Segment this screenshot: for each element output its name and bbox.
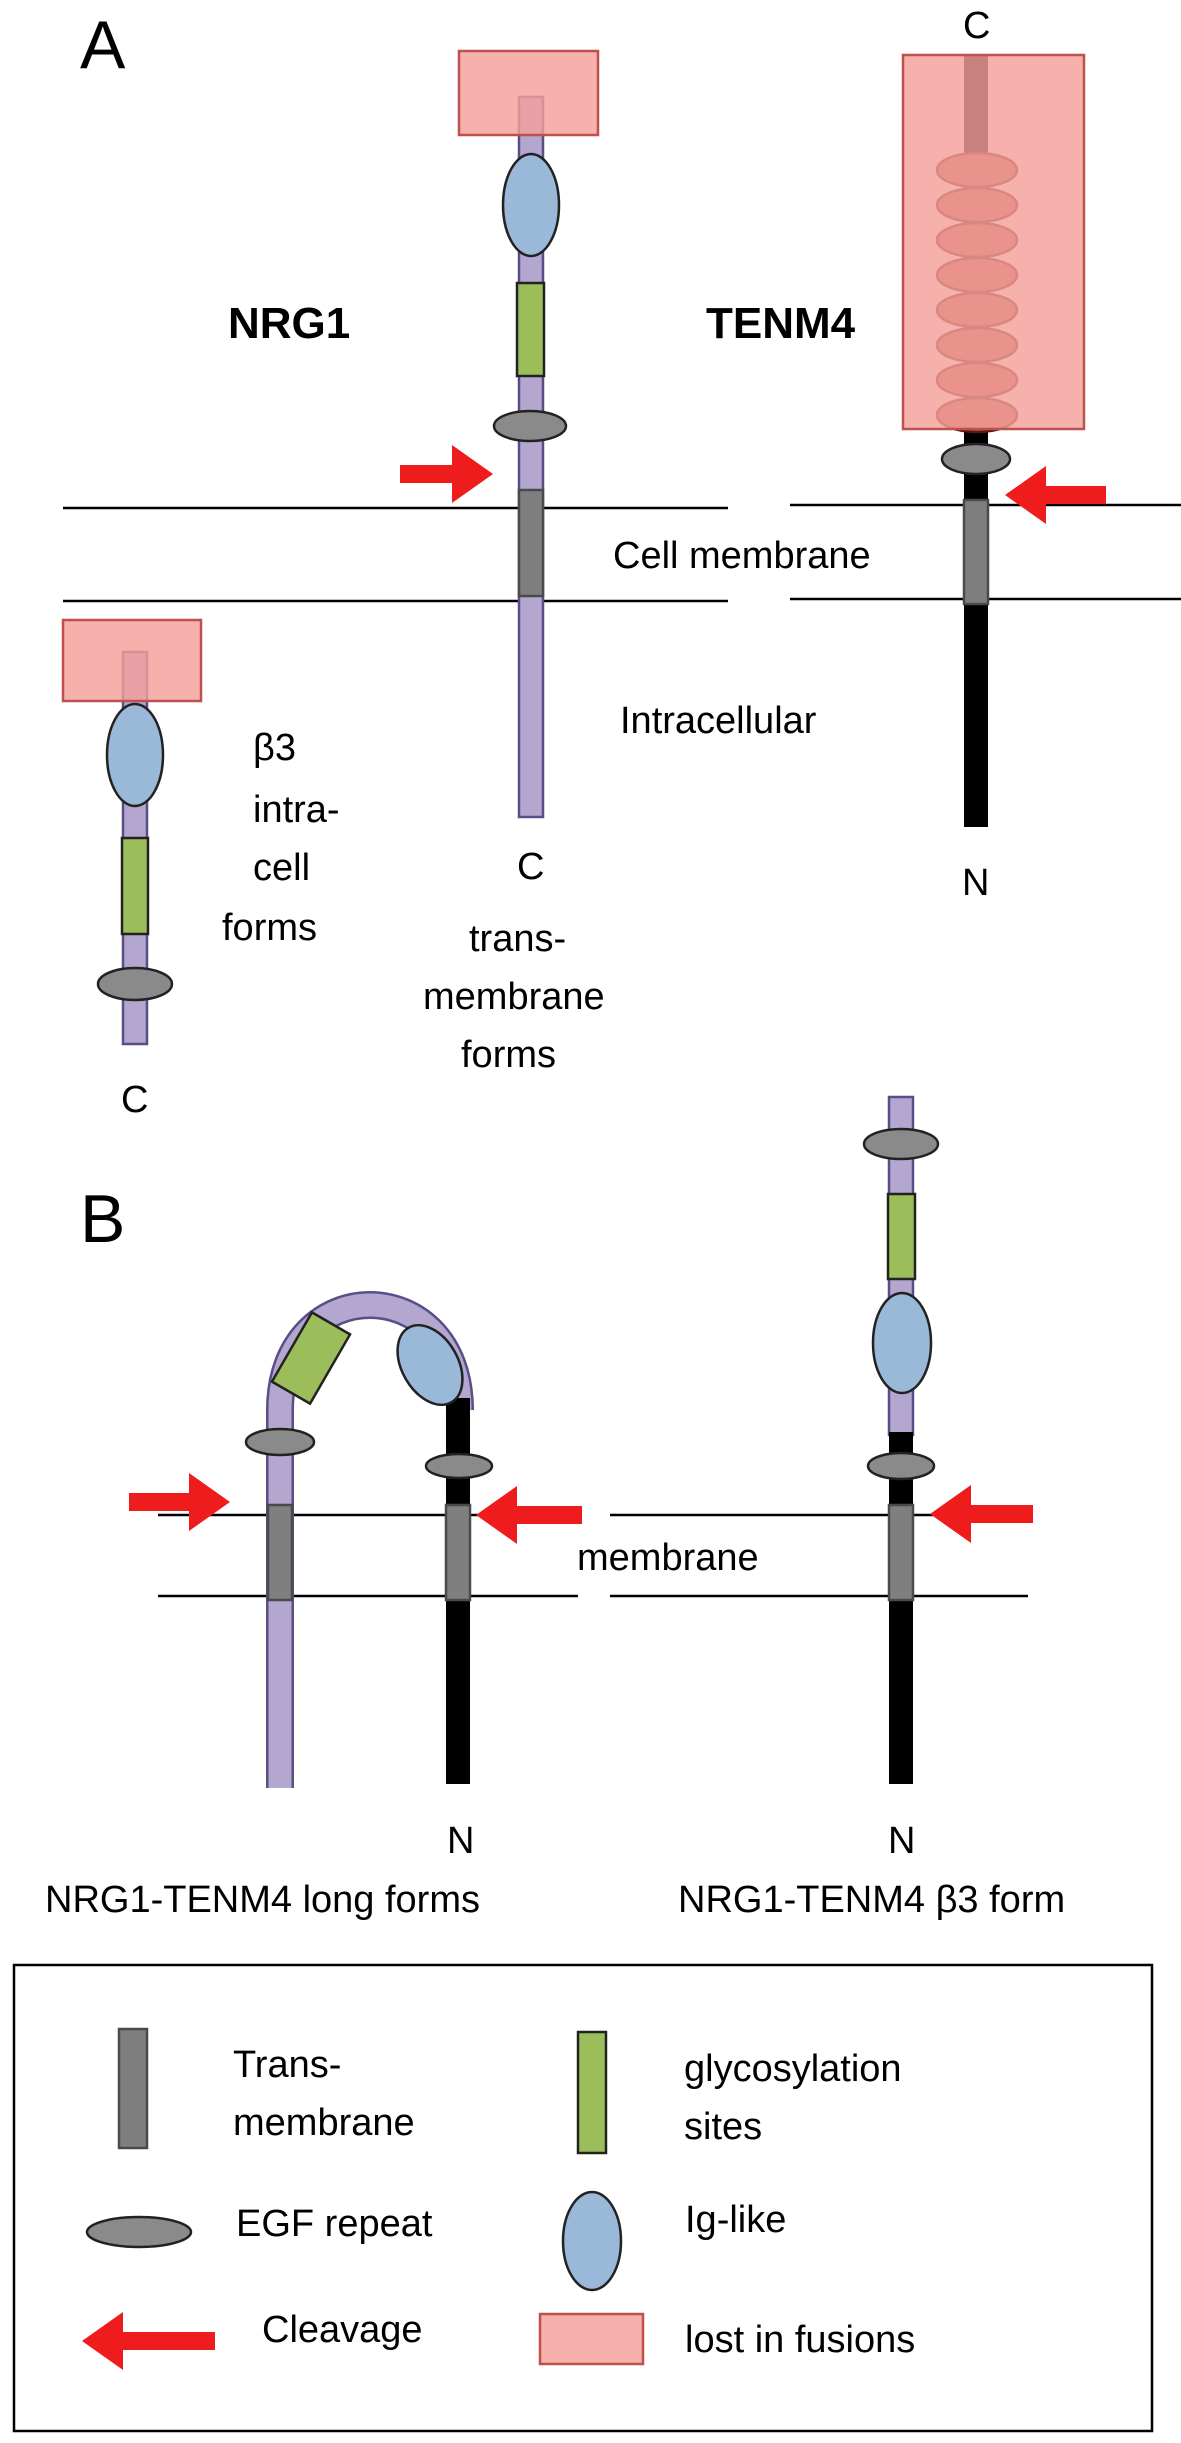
tenm4-c-terminus: C bbox=[963, 5, 990, 47]
cleavage-arrow bbox=[930, 1485, 1033, 1543]
glycosylation-site bbox=[120, 836, 150, 936]
glycosylation-site bbox=[515, 281, 546, 378]
tenm4-chain bbox=[889, 1432, 913, 1784]
beta3-form-caption: NRG1-TENM4 β3 form bbox=[678, 1879, 1065, 1921]
transmembrane-domain bbox=[962, 498, 990, 606]
beta3-caption-line1: β3 bbox=[253, 727, 296, 769]
transmembrane-domain bbox=[517, 488, 545, 598]
egf-repeat bbox=[862, 1127, 940, 1161]
tenm4-title: TENM4 bbox=[706, 299, 856, 348]
legend: Trans- membrane EGF repeat Cleavage glyc… bbox=[12, 1963, 1154, 2433]
legend-egf-swatch bbox=[85, 2215, 193, 2249]
legend-egf-label: EGF repeat bbox=[236, 2203, 433, 2245]
legend-transmembrane-swatch bbox=[117, 2027, 149, 2150]
beta3-c-terminus: C bbox=[121, 1079, 148, 1121]
transmembrane-caption-line1: trans- bbox=[469, 918, 566, 960]
membrane-label: membrane bbox=[577, 1537, 759, 1579]
transmembrane-caption-line3: forms bbox=[461, 1034, 556, 1076]
lost-in-fusions-box bbox=[901, 53, 1086, 431]
legend-ig-swatch bbox=[561, 2190, 623, 2292]
nrg1-tenm4-long-form bbox=[129, 1291, 582, 1788]
beta3-caption-line3: cell bbox=[253, 847, 310, 889]
beta3-caption-line2: intra- bbox=[253, 789, 340, 831]
glycosylation-site bbox=[886, 1192, 917, 1281]
cell-membrane-label: Cell membrane bbox=[613, 535, 871, 577]
lost-in-fusions-box bbox=[61, 618, 203, 703]
transmembrane-caption-line2: membrane bbox=[423, 976, 605, 1018]
tenm4-n-terminus: N bbox=[962, 862, 989, 904]
egf-repeat bbox=[424, 1452, 494, 1480]
legend-cleavage-label: Cleavage bbox=[262, 2309, 423, 2351]
transmembrane-domain bbox=[444, 1503, 472, 1602]
panel-a-label: A bbox=[80, 7, 126, 83]
intracellular-label: Intracellular bbox=[620, 700, 817, 742]
ig-like-domain bbox=[501, 152, 561, 258]
legend-cleavage-arrow bbox=[82, 2312, 215, 2370]
long-form-n-terminus: N bbox=[447, 1820, 474, 1862]
transmembrane-domain bbox=[266, 1503, 294, 1602]
egf-repeat bbox=[866, 1451, 936, 1481]
egf-repeat bbox=[492, 409, 568, 443]
legend-glycosylation-line1: glycosylation bbox=[684, 2048, 902, 2090]
cleavage-arrow bbox=[476, 1486, 582, 1544]
cleavage-arrow bbox=[129, 1473, 230, 1531]
ig-like-domain bbox=[396, 1323, 464, 1407]
egf-repeat bbox=[96, 966, 174, 1002]
tenm4-protein bbox=[901, 53, 1106, 827]
nrg1-transmembrane-form bbox=[400, 49, 600, 819]
legend-lost-swatch bbox=[538, 2312, 645, 2366]
legend-glycosylation-line2: sites bbox=[684, 2106, 762, 2148]
glycosylation-site bbox=[270, 1310, 352, 1406]
transmembrane-c-terminus: C bbox=[517, 846, 544, 888]
legend-glycosylation-swatch bbox=[576, 2030, 608, 2155]
lost-in-fusions-box bbox=[457, 49, 600, 137]
nrg1-title: NRG1 bbox=[228, 299, 350, 348]
ig-like-domain bbox=[871, 1291, 933, 1395]
nrg1-beta3-intracellular-form bbox=[61, 618, 203, 1046]
legend-transmembrane-line1: Trans- bbox=[233, 2044, 341, 2086]
beta3-form-n-terminus: N bbox=[888, 1820, 915, 1862]
egf-repeat bbox=[940, 442, 1012, 476]
egf-repeat bbox=[244, 1427, 316, 1457]
panel-b-label: B bbox=[80, 1181, 125, 1257]
legend-transmembrane-line2: membrane bbox=[233, 2102, 415, 2144]
long-form-caption: NRG1-TENM4 long forms bbox=[45, 1879, 480, 1921]
cleavage-arrow bbox=[400, 445, 493, 503]
membrane-lines bbox=[158, 1513, 1028, 1598]
ig-like-domain bbox=[105, 702, 165, 808]
nrg1-tenm4-beta3-form bbox=[862, 1095, 1033, 1784]
beta3-caption-line4: forms bbox=[222, 907, 317, 949]
legend-ig-label: Ig-like bbox=[685, 2199, 786, 2241]
transmembrane-domain bbox=[887, 1503, 915, 1602]
cleavage-arrow bbox=[1005, 466, 1106, 524]
legend-lost-label: lost in fusions bbox=[685, 2319, 915, 2361]
